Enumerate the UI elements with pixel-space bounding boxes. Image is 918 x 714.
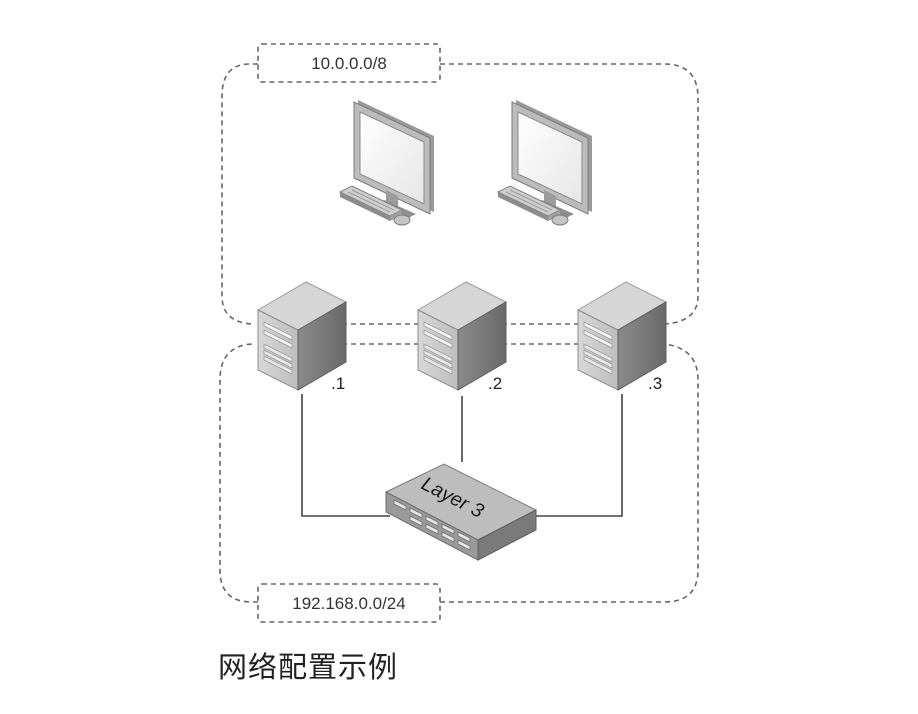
network-cidr-bottom: 192.168.0.0/24 — [292, 594, 405, 613]
server-1-ip: .1 — [331, 374, 345, 393]
diagram-caption: 网络配置示例 — [218, 650, 399, 684]
layer3-switch-icon: Layer 3 — [384, 463, 538, 561]
network-label-top: 10.0.0.0/8 — [257, 43, 441, 83]
server-2-ip: .2 — [488, 374, 502, 393]
desktop-computer-icon — [497, 99, 593, 226]
desktop-computer-icon — [339, 99, 435, 226]
network-boundary-top — [221, 63, 699, 325]
switch-links — [301, 394, 623, 517]
network-boundary-bottom — [219, 343, 699, 603]
network-cidr-top: 10.0.0.0/8 — [311, 54, 387, 73]
server-3-ip: .3 — [648, 374, 662, 393]
network-label-bottom: 192.168.0.0/24 — [257, 583, 441, 623]
